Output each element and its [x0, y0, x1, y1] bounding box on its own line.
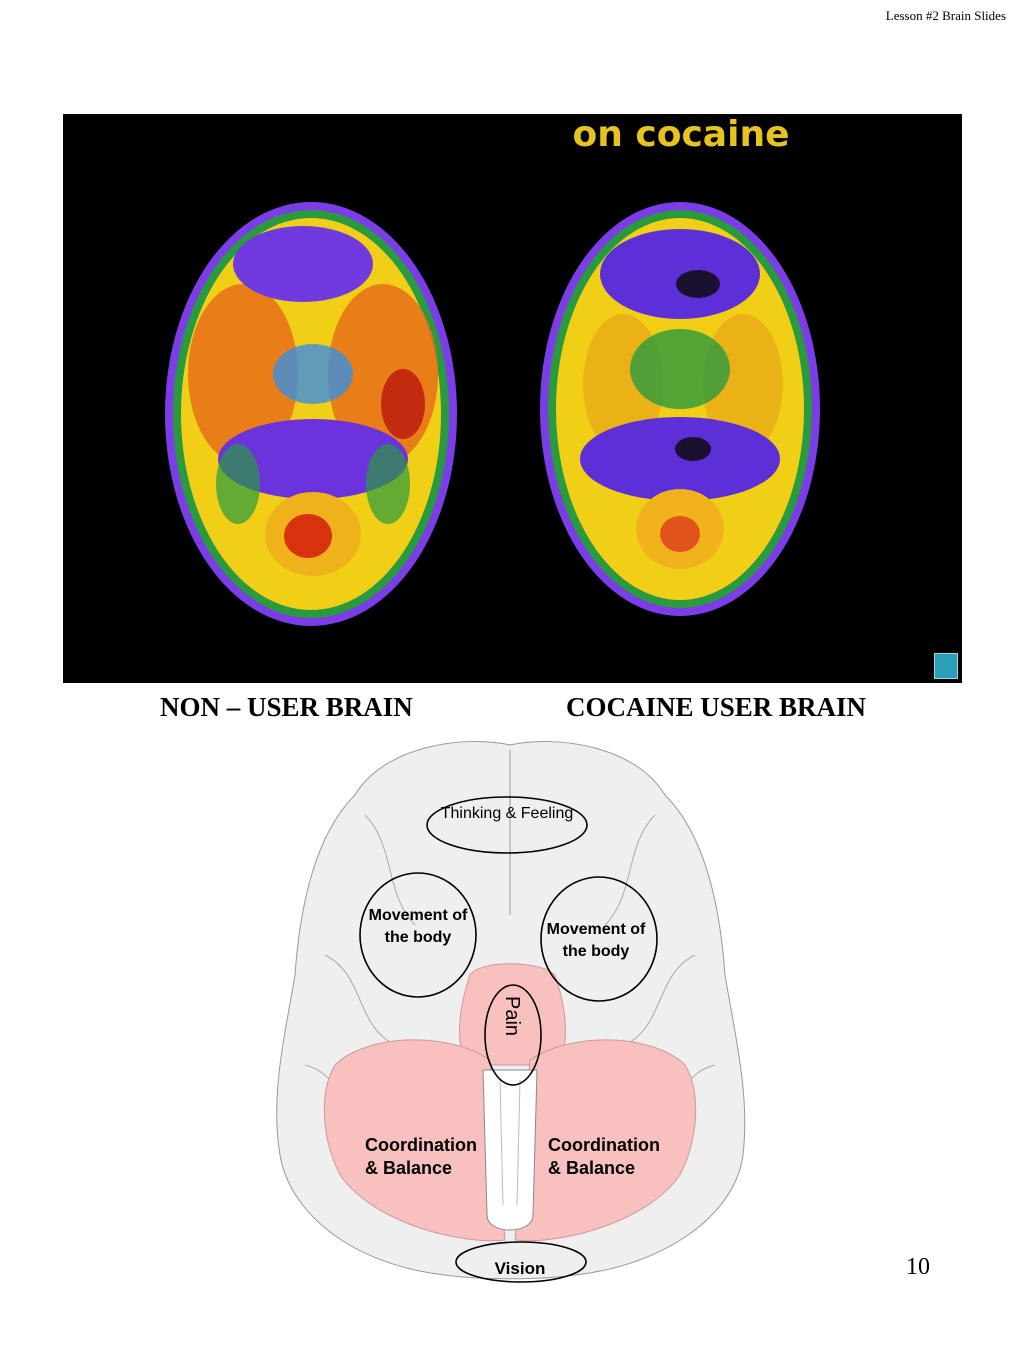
page-header: Lesson #2 Brain Slides	[885, 8, 1006, 23]
label-coordination-right-1: Coordination	[548, 1135, 660, 1155]
scan-title: on cocaine	[572, 114, 790, 155]
label-movement-right-2: the body	[562, 943, 630, 960]
label-movement-right-1: Movement of	[546, 921, 646, 938]
brain-stem	[482, 1069, 538, 1231]
movement-left-outline	[359, 872, 477, 998]
cerebellum-left	[323, 1039, 506, 1242]
pet-scan-image: on cocaine	[63, 114, 962, 683]
vision-outline	[455, 1241, 587, 1283]
label-thinking-feeling: Thinking & Feeling	[440, 805, 574, 822]
brain-underside-drawing	[276, 741, 746, 1283]
non-user-caption: NON – USER BRAIN	[160, 692, 413, 722]
cerebellum-right	[514, 1039, 697, 1242]
brain-diagram: Thinking & Feeling Movement of the body …	[265, 735, 755, 1290]
label-coordination-left-2: & Balance	[365, 1158, 453, 1178]
pet-scan-graphic	[165, 202, 820, 626]
movement-right-outline	[540, 876, 658, 1002]
label-vision: Vision	[494, 1259, 546, 1278]
pons	[459, 963, 566, 1066]
page-number: 10	[906, 1254, 930, 1280]
cocaine-user-brain-scan	[540, 202, 820, 616]
label-pain: Pain	[501, 995, 523, 1037]
label-movement-left-2: the body	[384, 929, 452, 946]
thinking-feeling-outline	[426, 796, 588, 854]
non-user-brain-scan	[165, 202, 457, 626]
label-coordination-right-2: & Balance	[548, 1158, 636, 1178]
pain-outline	[484, 984, 542, 1086]
cocaine-user-caption: COCAINE USER BRAIN	[566, 692, 867, 722]
label-movement-left-1: Movement of	[368, 907, 468, 924]
logo-icon	[934, 653, 958, 679]
label-coordination-left-1: Coordination	[365, 1135, 477, 1155]
